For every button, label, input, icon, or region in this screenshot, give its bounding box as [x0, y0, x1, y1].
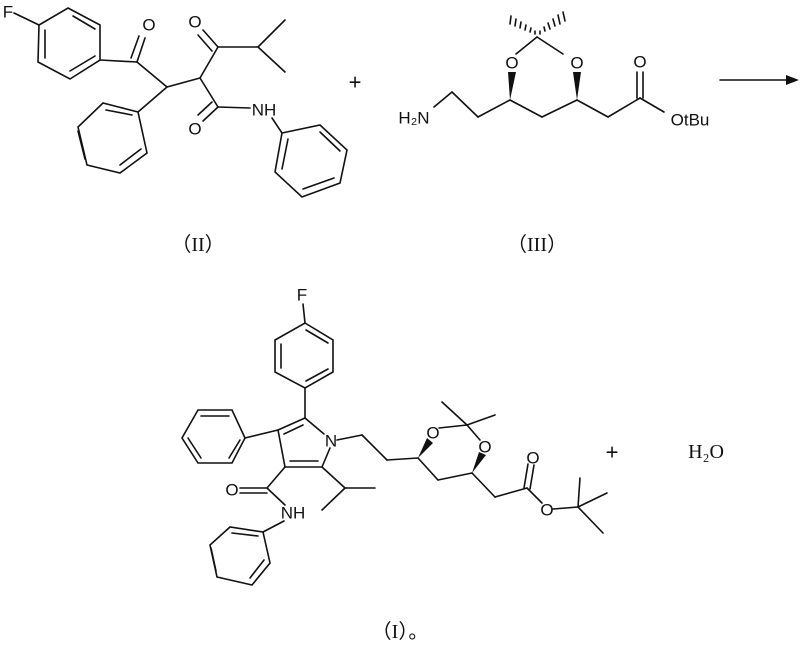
atom-NH: NH [252, 101, 277, 120]
compound-II: F O O O NH （II） [3, 3, 348, 256]
atom-F: F [297, 286, 307, 305]
compound-III: H₂N O O O OtBu （III） [398, 11, 710, 256]
atom-F: F [3, 3, 13, 22]
reaction-arrow [719, 75, 799, 85]
compound-label-I: （I）。 [372, 620, 429, 643]
compound-label-II: （II） [171, 233, 224, 256]
atom-N: N [325, 432, 337, 451]
atom-OtBu: OtBu [671, 111, 710, 130]
atom-O: O [142, 16, 155, 35]
water: H₂O [688, 441, 724, 463]
atom-O: O [633, 53, 646, 72]
plus-sign: + [349, 70, 362, 95]
atom-O: O [188, 13, 201, 32]
compound-label-III: （III） [507, 233, 567, 256]
atom-H2N: H₂N [398, 109, 429, 128]
atom-O: O [505, 54, 518, 73]
atom-O: O [478, 438, 491, 457]
atom-O: O [426, 424, 439, 443]
atom-O: O [225, 481, 238, 500]
atom-O: O [526, 449, 539, 468]
compound-I: F N O O O O O NH （I）。 [181, 286, 608, 643]
atom-O: O [188, 120, 201, 139]
plus-sign: + [606, 440, 619, 465]
atom-NH: NH [281, 504, 306, 523]
atom-O: O [540, 501, 553, 520]
atom-O: O [570, 54, 583, 73]
